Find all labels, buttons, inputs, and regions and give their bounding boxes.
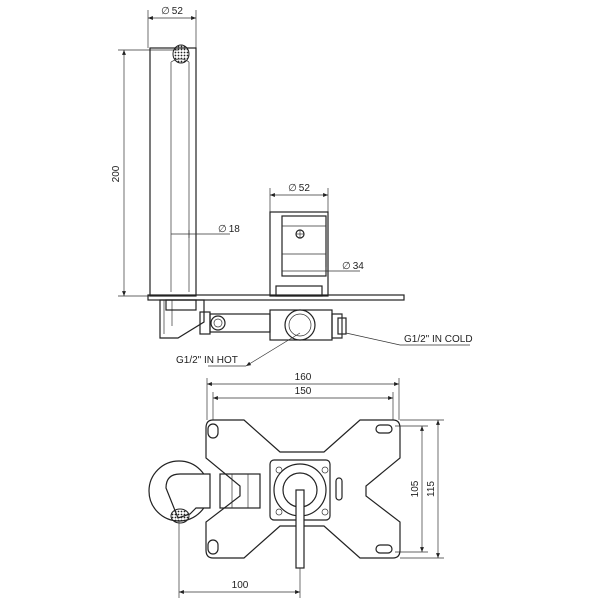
hot-inlet-callout: G1/2" IN HOT [176, 332, 301, 367]
svg-text:115: 115 [426, 481, 437, 497]
mixer-body [269, 211, 329, 297]
height-total-dimension: 115 [400, 419, 444, 559]
slot-top-right [375, 424, 393, 434]
width-holes-dimension: 150 [212, 386, 394, 420]
svg-text:100: 100 [232, 580, 249, 591]
svg-text:G1/2" IN HOT: G1/2" IN HOT [176, 355, 238, 366]
slot-top-left [207, 423, 219, 439]
svg-text:∅52: ∅52 [288, 183, 310, 194]
svg-text:G1/2" IN COLD: G1/2" IN COLD [404, 334, 473, 345]
aerator-outlet [172, 44, 190, 64]
spout-height-dimension: 200 [111, 49, 178, 297]
svg-text:200: 200 [111, 165, 122, 182]
mixer-cartridge-front [269, 459, 331, 569]
slot-bottom-left [207, 539, 219, 555]
svg-text:160: 160 [295, 372, 312, 383]
svg-text:150: 150 [295, 386, 312, 397]
lever-handle [295, 489, 305, 569]
svg-text:∅52: ∅52 [161, 6, 183, 17]
spout-diameter-dimension: ∅52 [147, 6, 197, 48]
slot-bottom-right [375, 544, 393, 554]
spout-body [149, 44, 197, 297]
spout-connection [219, 473, 261, 509]
spout-offset-dimension: 100 [178, 521, 301, 598]
lever-diameter-dimension: ∅34 [282, 261, 364, 275]
pipe-diameter-dimension: ∅18 [171, 224, 240, 238]
front-view: 160 150 105 115 [148, 372, 444, 598]
width-total-dimension: 160 [206, 372, 400, 420]
height-holes-dimension: 105 [395, 425, 428, 553]
aerator-front [170, 508, 190, 524]
spout-front [148, 460, 211, 524]
slot-center-right [335, 477, 343, 501]
mounting-bracket [205, 419, 401, 559]
spout-elbow [159, 299, 271, 339]
svg-text:∅18: ∅18 [218, 224, 240, 235]
side-view: ∅52 200 ∅18 [111, 6, 473, 367]
mixer-valve [269, 309, 347, 341]
mixer-diameter-dimension: ∅52 [269, 183, 329, 214]
cold-inlet-callout: G1/2" IN COLD [345, 332, 473, 346]
svg-text:105: 105 [410, 480, 421, 497]
svg-text:∅34: ∅34 [342, 261, 364, 272]
